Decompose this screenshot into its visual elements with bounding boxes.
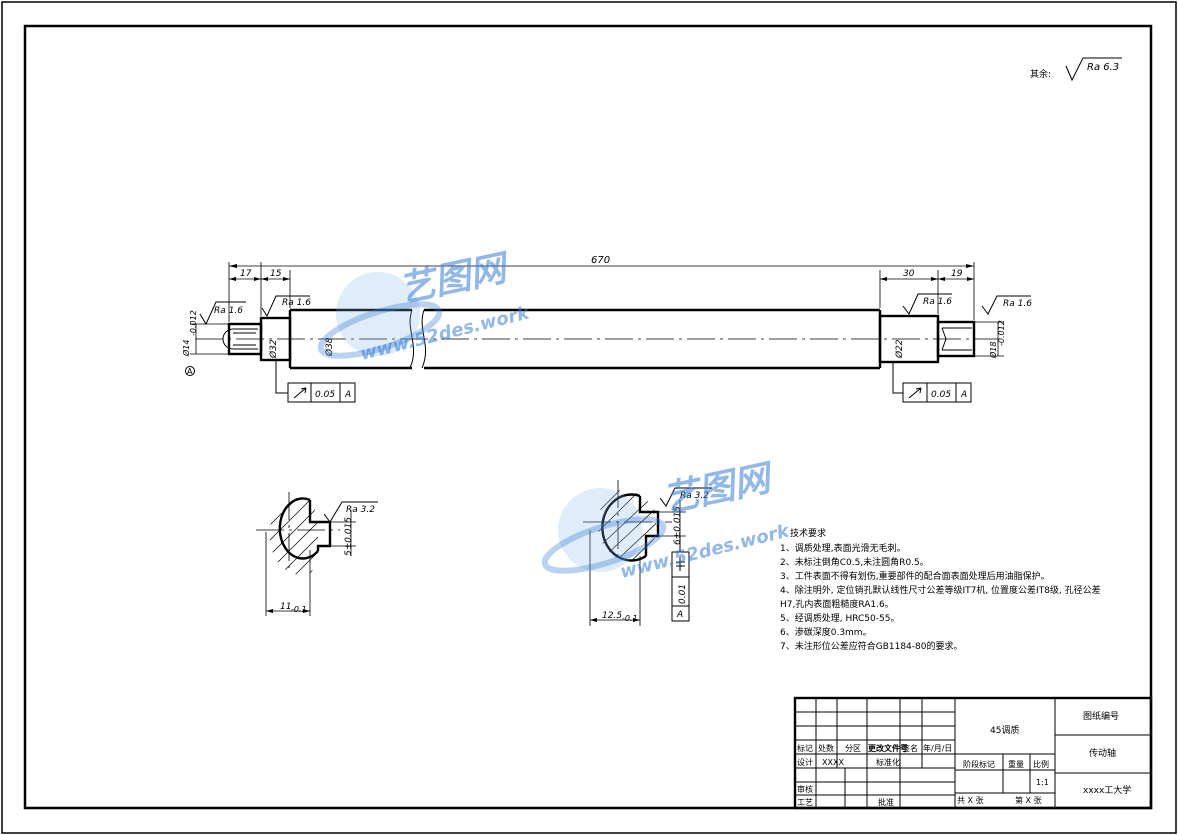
svg-text:Ra 1.6: Ra 1.6 bbox=[282, 298, 311, 308]
section1-outline bbox=[278, 497, 319, 560]
svg-text:0.05: 0.05 bbox=[931, 390, 951, 400]
tb-mark: 标记 bbox=[797, 743, 813, 753]
section2-outline bbox=[601, 493, 647, 562]
dim-30: 30 bbox=[903, 269, 915, 279]
other-roughness-value: Ra 6.3 bbox=[1087, 62, 1119, 73]
tech-req-item-3: 3、工件表面不得有划伤,重要部件的配合面表面处理后用油脂保护。 bbox=[780, 570, 1050, 582]
tech-req-item-5: H7,孔内表面粗糙度RA1.6。 bbox=[780, 598, 894, 610]
dim-right-end-tol: -0.012 bbox=[997, 320, 1006, 346]
dim-left-end-tol: -0.012 bbox=[189, 310, 198, 336]
dim-body-diameter: Ø38 bbox=[324, 337, 335, 357]
svg-text:Ra 1.6: Ra 1.6 bbox=[923, 297, 952, 307]
dim-17: 17 bbox=[240, 269, 252, 279]
svg-text:0.05: 0.05 bbox=[315, 390, 335, 400]
svg-text:A: A bbox=[344, 390, 351, 400]
tech-req-item-7: 6、渗碳深度0.3mm。 bbox=[780, 626, 872, 638]
dim-right-end-diameter: Ø18 bbox=[988, 342, 998, 359]
section1-keyway bbox=[308, 500, 332, 551]
dim-overall-length: 670 bbox=[591, 255, 610, 266]
roughness-symbol-2: Ra 1.6 bbox=[261, 295, 311, 318]
svg-text:Ra 1.6: Ra 1.6 bbox=[1003, 299, 1032, 309]
right-end-journal bbox=[936, 320, 976, 358]
other-roughness-note: 其余: Ra 6.3 bbox=[1030, 57, 1122, 82]
watermark-globe-icon-2 bbox=[558, 488, 642, 572]
title-block: 标记 处数 分区 更改文件号 签名 年/月/日 设计 XXXX 标准化 审核 工… bbox=[793, 696, 1153, 810]
tb-standardize: 标准化 bbox=[876, 757, 900, 767]
watermark-title-2: 艺图网 bbox=[659, 457, 778, 521]
tolerance-frame-section: 0.01 A bbox=[671, 536, 690, 622]
dim-left-end-diameter: Ø14 bbox=[181, 340, 191, 357]
roughness-symbol-3: Ra 1.6 bbox=[902, 293, 952, 315]
tech-req-item-2: 2、未标注倒角C0.5,未注圆角R0.5。 bbox=[780, 556, 929, 568]
tb-part-name: 传动轴 bbox=[1089, 747, 1116, 759]
tb-date: 年/月/日 bbox=[923, 743, 952, 753]
watermark-globe-icon bbox=[336, 272, 420, 356]
roughness-symbol-1: Ra 1.6 bbox=[199, 301, 246, 326]
break-line-1 bbox=[409, 309, 414, 369]
tolerance-frame-left: 0.05 A bbox=[275, 360, 356, 403]
watermark-url-2: www.52des.work bbox=[618, 520, 792, 583]
tb-zone: 分区 bbox=[845, 744, 861, 753]
dim-section2-width: 12.5 bbox=[602, 611, 622, 621]
tb-process: 工艺 bbox=[797, 798, 813, 807]
tb-drawing-no: 图纸编号 bbox=[1083, 710, 1119, 722]
shaft-body-left bbox=[288, 308, 412, 370]
shaft-main-view: 670 17 15 30 19 Ø14 -0.012 Ø32 Ø38 Ø22 Ø… bbox=[181, 255, 1032, 403]
right-keyway bbox=[941, 327, 972, 351]
tb-weight: 重量 bbox=[1008, 759, 1024, 769]
inner-frame bbox=[23, 24, 1153, 810]
section-view-left: 11 -0.1 5±0.015 Ra 3.2 bbox=[256, 492, 378, 616]
tech-req-item-4: 4、除注明外, 定位销孔默认线性尺寸公差等级IT7机, 位置度公差IT8级, 孔… bbox=[780, 584, 1101, 596]
dim-section2-key: 6±0.015 bbox=[673, 506, 683, 545]
dim-15: 15 bbox=[270, 269, 282, 279]
tb-change-doc: 更改文件号 bbox=[868, 743, 908, 753]
technical-requirements: 技术要求 1、调质处理,表面光滑无毛刺。 2、未标注倒角C0.5,未注圆角R0.… bbox=[780, 527, 1101, 652]
tb-sheet-no: 第 X 张 bbox=[1015, 795, 1042, 805]
tb-material: 45调质 bbox=[990, 724, 1019, 736]
other-roughness-label: 其余: bbox=[1030, 68, 1051, 80]
section2-keyway bbox=[638, 496, 660, 556]
left-keyway bbox=[222, 328, 258, 350]
svg-text:A: A bbox=[676, 610, 683, 620]
datum-a-label: A bbox=[187, 367, 193, 376]
dim-right-shoulder-diameter: Ø22 bbox=[894, 339, 905, 359]
roughness-symbol-4: Ra 1.6 bbox=[981, 295, 1032, 315]
tb-design: 设计 bbox=[797, 757, 813, 767]
svg-text:A: A bbox=[960, 390, 967, 400]
svg-text:0.01: 0.01 bbox=[678, 584, 688, 604]
dim-19: 19 bbox=[951, 269, 963, 279]
tb-review: 审核 bbox=[797, 784, 813, 794]
svg-text:Ra 1.6: Ra 1.6 bbox=[214, 306, 243, 316]
tb-signature: 签名 bbox=[902, 743, 918, 753]
tolerance-frame-right: 0.05 A bbox=[892, 362, 972, 403]
watermark-title: 艺图网 bbox=[395, 247, 514, 311]
tb-sheets: 共 X 张 bbox=[957, 796, 984, 805]
tech-req-item-6: 5、经调质处理, HRC50-55。 bbox=[780, 612, 899, 624]
datum-a-circle bbox=[185, 366, 195, 376]
tb-scale: 比例 bbox=[1033, 759, 1049, 769]
watermark-top: 艺图网 www.52des.work bbox=[317, 247, 532, 365]
roughness-section2: Ra 3.2 bbox=[680, 491, 709, 501]
tb-organization: xxxx工大学 bbox=[1083, 784, 1131, 796]
watermark-bottom: 艺图网 www.52des.work bbox=[541, 457, 792, 583]
dim-section2-width-tol: -0.1 bbox=[622, 614, 638, 623]
tech-req-item-1: 1、调质处理,表面光滑无毛刺。 bbox=[780, 542, 906, 554]
dim-section1-key: 5±0.015 bbox=[344, 517, 354, 556]
tb-scale-value: 1:1 bbox=[1036, 778, 1049, 787]
tech-req-title: 技术要求 bbox=[790, 527, 826, 539]
dim-section1-width: 11 bbox=[280, 602, 291, 612]
section-view-right: 12.5 -0.1 6±0.015 Ra 3.2 0.01 A bbox=[583, 480, 712, 626]
dim-section1-width-tol: -0.1 bbox=[291, 605, 307, 614]
tb-stage-mark: 阶段标记 bbox=[963, 759, 995, 769]
dim-left-shoulder-diameter: Ø32 bbox=[268, 339, 279, 359]
tb-designer: XXXX bbox=[822, 758, 844, 767]
break-line-2 bbox=[421, 309, 426, 369]
tb-approve: 批准 bbox=[878, 797, 894, 807]
tech-req-item-8: 7、未注形位公差应符合GB1184-80的要求。 bbox=[780, 640, 962, 652]
roughness-section1: Ra 3.2 bbox=[346, 505, 375, 515]
tb-count: 处数 bbox=[818, 743, 834, 753]
